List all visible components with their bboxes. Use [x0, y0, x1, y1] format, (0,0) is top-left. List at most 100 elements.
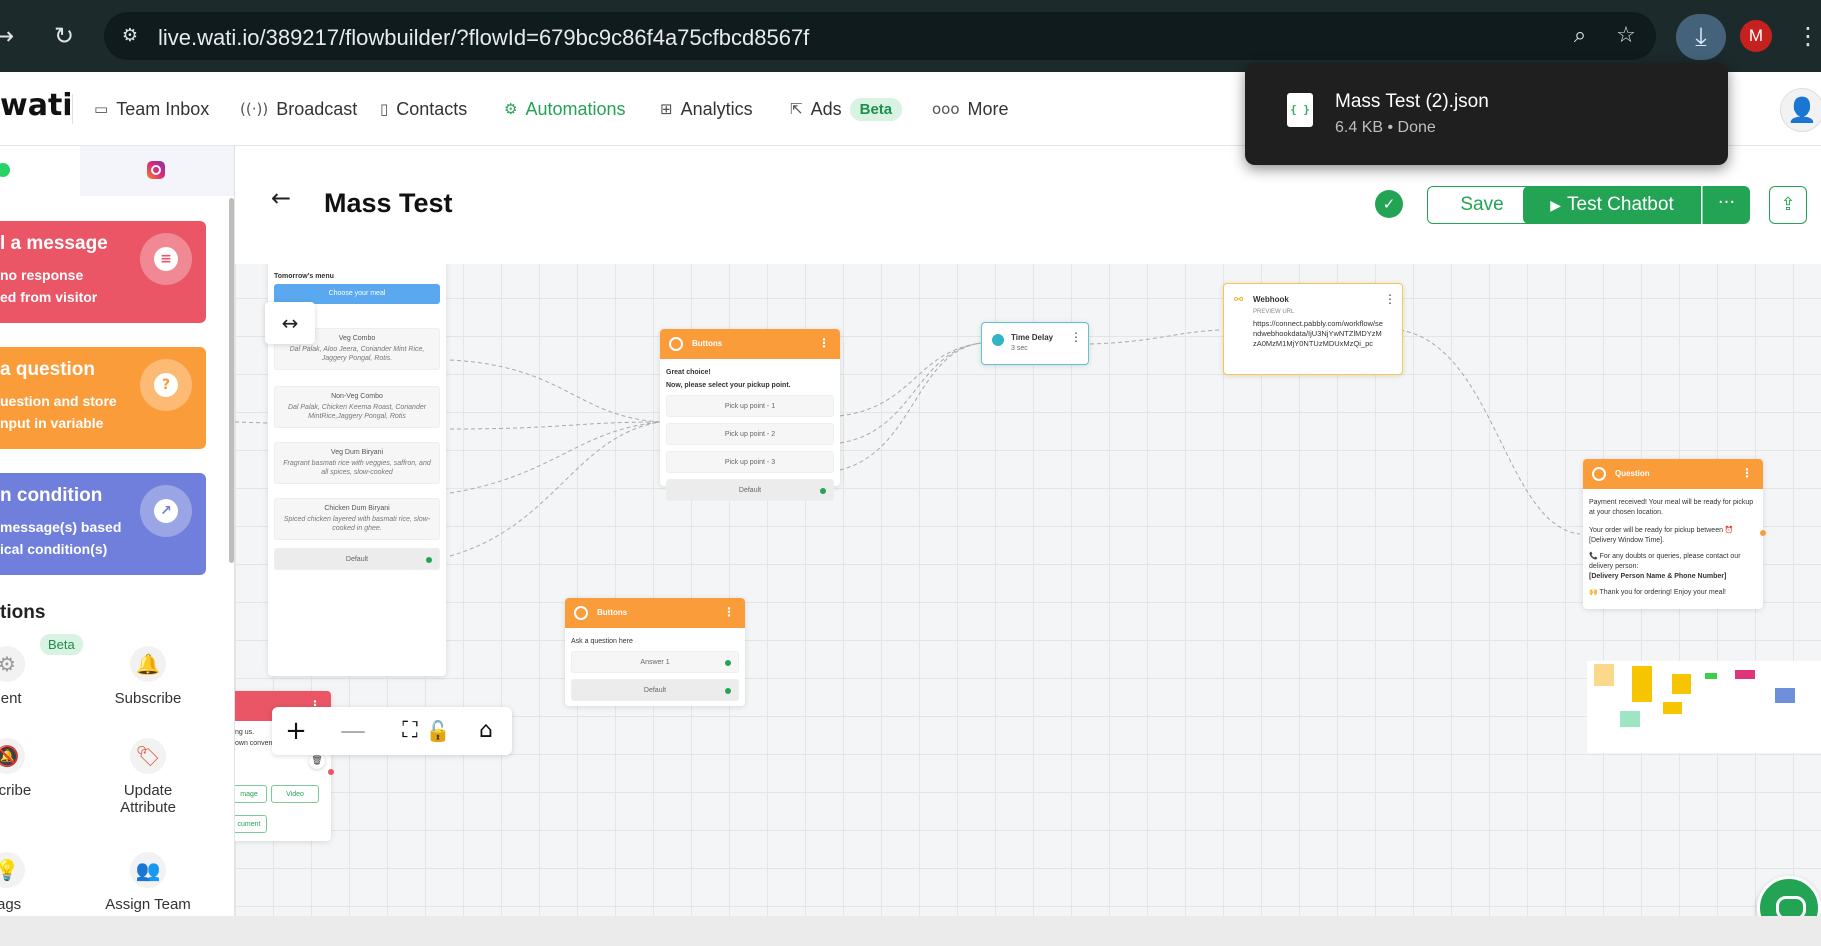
connector-dot[interactable]	[1760, 530, 1766, 536]
time-delay-node[interactable]: Time Delay 3 sec ⋮	[981, 322, 1089, 365]
node-menu-icon[interactable]: ⋮	[723, 605, 735, 619]
profile-avatar[interactable]: M	[1740, 20, 1772, 52]
flow-canvas[interactable]: Tomorrow's menu Choose your meal Veg Com…	[235, 146, 1821, 916]
webhook-node[interactable]: ⚯ Webhook ⋮ PREVIEW URL https://connect.…	[1223, 283, 1403, 375]
nav-more[interactable]: ooo More	[932, 94, 1009, 124]
download-file-name[interactable]: Mass Test (2).json	[1335, 91, 1489, 112]
op-label: Update	[123, 782, 173, 799]
option-name: Veg Combo	[338, 335, 376, 342]
ask-question-card[interactable]: a question uestion and store nput in var…	[0, 347, 206, 449]
test-chatbot-button[interactable]: ▶Test Chatbot	[1523, 186, 1701, 224]
tab-instagram[interactable]	[80, 146, 234, 196]
button-option[interactable]: Pick up point - 3	[666, 451, 834, 473]
default-option[interactable]: Default	[571, 679, 739, 701]
nav-analytics[interactable]: ⊞ Analytics	[660, 94, 753, 124]
option-desc: Spiced chicken layered with basmati rice…	[283, 516, 431, 532]
whatsapp-verified-icon[interactable]: ✓	[1375, 190, 1403, 218]
downloads-icon[interactable]: ⤓	[1676, 14, 1726, 60]
op-ai-agent[interactable]: ⚙ gent	[0, 646, 62, 707]
node-message: Ask a question here	[571, 638, 633, 645]
send-message-card[interactable]: l a message no response ed from visitor …	[0, 221, 206, 323]
preview-url-label: PREVIEW URL	[1253, 309, 1295, 315]
condition-icon: ↗	[140, 485, 192, 537]
swap-arrows-icon[interactable]: ↔	[265, 302, 315, 344]
back-arrow-icon[interactable]: ←	[271, 184, 292, 212]
op-unsubscribe[interactable]: 🔕 bscribe	[0, 738, 62, 799]
nav-team-inbox[interactable]: ▭ Team Inbox	[94, 94, 209, 124]
url-text[interactable]: live.wati.io/389217/flowbuilder/?flowId=…	[158, 25, 810, 50]
menu-list-button[interactable]: Choose your meal	[274, 284, 440, 304]
site-settings-icon[interactable]: ⚙	[121, 25, 139, 46]
question-text: [Delivery Person Name & Phone Number]	[1589, 573, 1727, 580]
list-node-menu[interactable]: Tomorrow's menu Choose your meal Veg Com…	[268, 246, 446, 676]
question-node[interactable]: Question ⋮ Payment received! Your meal w…	[1583, 459, 1766, 609]
fit-view-icon[interactable]: ⛶	[402, 718, 418, 743]
user-account-icon[interactable]: 👤	[1780, 88, 1821, 132]
node-header: Question ⋮	[1583, 459, 1763, 489]
more-options-button[interactable]: ···	[1702, 186, 1750, 224]
wati-logo[interactable]: wati	[0, 88, 73, 123]
default-option[interactable]: Default	[666, 479, 834, 501]
nav-broadcast[interactable]: ((·)) Broadcast	[240, 94, 357, 124]
address-bar[interactable]: ⚙ live.wati.io/389217/flowbuilder/?flowI…	[104, 12, 1656, 60]
buttons-node-pickup[interactable]: Buttons ⋮ Great choice! Now, please sele…	[660, 329, 840, 501]
op-subscribe[interactable]: 🔔 Subscribe	[93, 646, 203, 707]
sidebar-scrollbar[interactable]	[229, 198, 234, 563]
zoom-in-icon[interactable]: +	[285, 716, 307, 746]
set-condition-card[interactable]: n condition message(s) based ical condit…	[0, 473, 206, 575]
minimap[interactable]	[1587, 661, 1821, 753]
forward-icon[interactable]: →	[0, 22, 15, 50]
node-palette: l a message no response ed from visitor …	[0, 146, 235, 916]
op-update-attribute[interactable]: 🏷 Update Attribute	[93, 738, 203, 816]
save-button[interactable]: Save	[1427, 186, 1537, 224]
list-option[interactable]: Veg Dum Biryani Fragrant basmati rice wi…	[274, 442, 440, 484]
connector-dot[interactable]	[820, 488, 826, 494]
reload-icon[interactable]: ↻	[53, 22, 75, 50]
buttons-icon	[574, 606, 588, 620]
list-option[interactable]: Non-Veg Combo Dal Palak, Chicken Keema R…	[274, 386, 440, 428]
browser-menu-icon[interactable]: ⋮	[1796, 22, 1820, 50]
connector-dot[interactable]	[725, 688, 731, 694]
card-desc: ed from visitor	[0, 289, 98, 305]
default-option[interactable]: Default	[274, 548, 440, 570]
button-option[interactable]: Answer 1	[571, 651, 739, 673]
download-bubble: { } Mass Test (2).json 6.4 KB • Done	[1245, 63, 1728, 165]
node-menu-icon[interactable]: ⋮	[1384, 292, 1396, 306]
buttons-node-answer[interactable]: Buttons ⋮ Ask a question here Answer 1 D…	[565, 598, 745, 706]
card-desc: no response	[0, 267, 84, 283]
option-label: Answer 1	[640, 659, 670, 666]
media-button-label: mage	[240, 791, 258, 798]
node-menu-icon[interactable]: ⋮	[1741, 466, 1753, 480]
nav-contacts[interactable]: ▯ Contacts	[380, 94, 467, 124]
button-option[interactable]: Pick up point - 2	[666, 423, 834, 445]
export-icon[interactable]: ⇪	[1769, 186, 1807, 224]
tab-whatsapp[interactable]	[0, 146, 80, 196]
bookmark-star-icon[interactable]: ☆	[1616, 23, 1636, 48]
beta-badge: Beta	[40, 634, 83, 655]
media-document-button[interactable]: cument	[235, 815, 267, 833]
nav-ads[interactable]: ⇱ Ads Beta	[790, 94, 903, 124]
option-label: Pick up point - 2	[724, 431, 776, 438]
op-assign-team[interactable]: 👥 Assign Team	[93, 852, 203, 913]
edge	[1089, 329, 1221, 345]
inbox-icon: ▭	[94, 100, 109, 118]
media-video-button[interactable]: Video	[271, 785, 319, 803]
lock-icon[interactable]: 🔓	[425, 719, 451, 743]
node-menu-icon[interactable]: ⋮	[818, 336, 830, 350]
media-image-button[interactable]: mage	[235, 785, 267, 803]
connector-dot[interactable]	[328, 769, 334, 775]
node-title: Buttons	[692, 339, 723, 348]
zoom-out-icon[interactable]: —	[340, 716, 366, 746]
button-option[interactable]: Pick up point - 1	[666, 395, 834, 417]
card-desc: ical condition(s)	[0, 541, 108, 557]
nav-ads-label: Ads	[810, 98, 842, 119]
connector-dot[interactable]	[725, 660, 731, 666]
nav-automations[interactable]: ⚙ Automations	[504, 94, 626, 124]
delete-icon[interactable]: 🗑	[309, 753, 325, 769]
connector-dot[interactable]	[426, 557, 432, 563]
home-icon[interactable]: ⌂	[479, 718, 493, 743]
zoom-icon[interactable]: ⌕	[1573, 23, 1587, 48]
list-option[interactable]: Chicken Dum Biryani Spiced chicken layer…	[274, 498, 440, 540]
node-menu-icon[interactable]: ⋮	[1070, 330, 1082, 344]
op-tags[interactable]: 💡 tags	[0, 852, 62, 913]
